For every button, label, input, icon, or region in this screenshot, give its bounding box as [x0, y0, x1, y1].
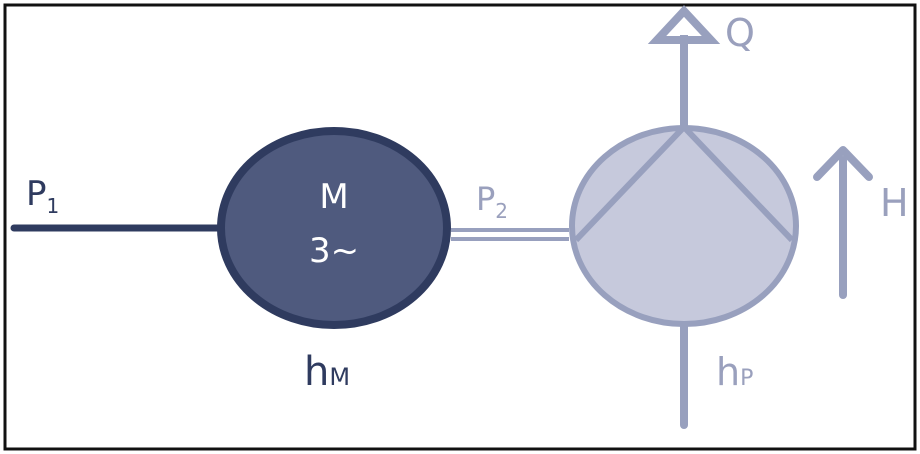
pump-triangle-left [573, 124, 687, 243]
motor-label-phase: 3~ [309, 231, 359, 271]
q-label: Q [725, 11, 755, 55]
motor-circle [217, 127, 451, 329]
h-label: H [880, 181, 909, 225]
motor-efficiency-label: hM [304, 349, 350, 395]
p1-label: P1 [26, 174, 59, 218]
pump-efficiency-label: hP [716, 350, 753, 394]
p2-label: P2 [476, 180, 508, 223]
pump-triangle-right [681, 124, 795, 243]
motor-label-m: M [319, 177, 348, 217]
pump-circle [569, 125, 799, 327]
head-arrow-icon [813, 146, 873, 181]
flow-arrow-head-icon [647, 5, 721, 44]
